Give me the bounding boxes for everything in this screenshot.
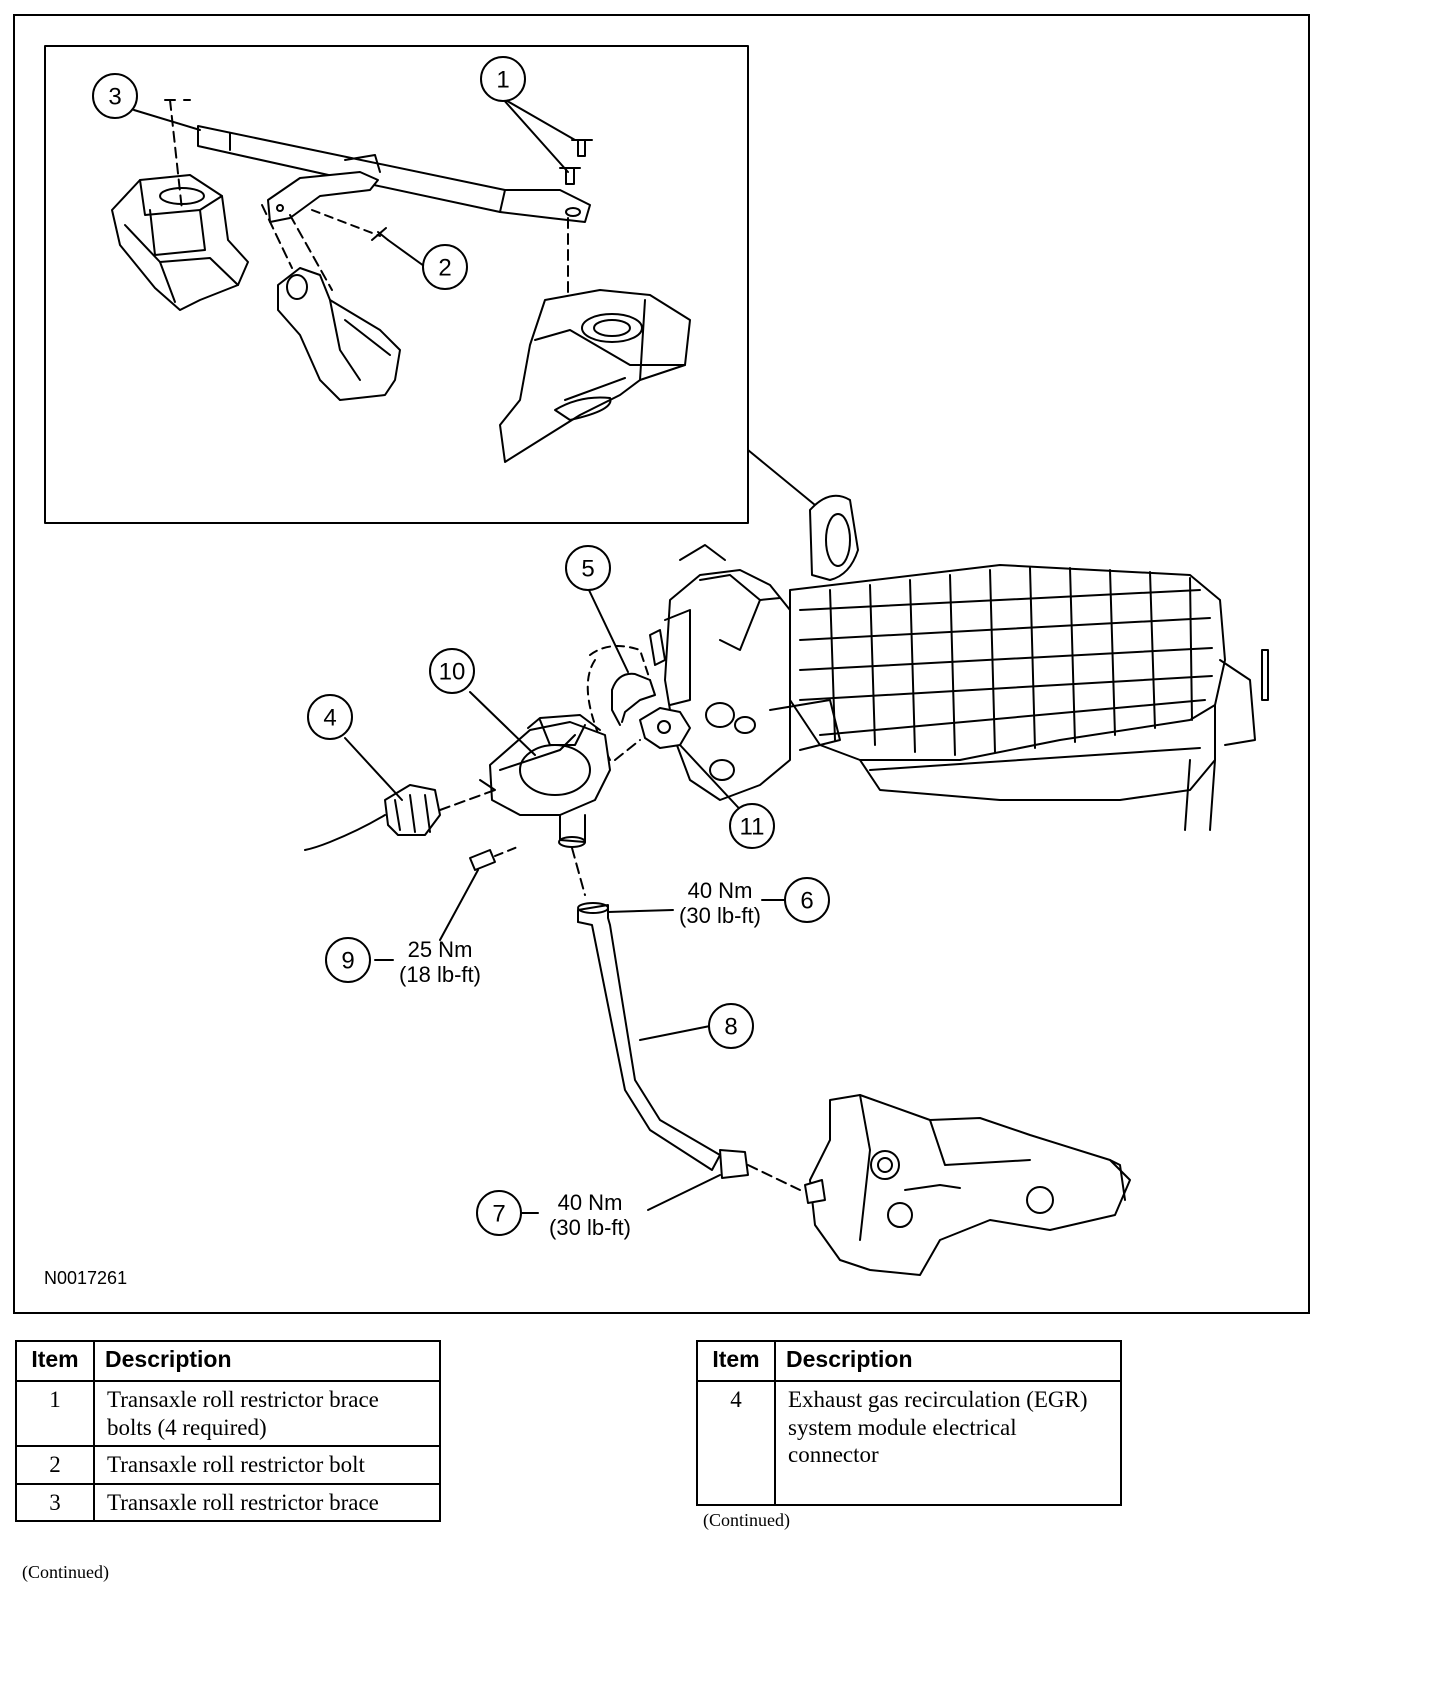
continued-note-left: (Continued) <box>22 1562 109 1582</box>
callout-circle-11 <box>729 803 775 849</box>
item-number: 1 <box>15 1379 95 1448</box>
callout-circle-8 <box>708 1003 754 1049</box>
item-description: Transaxle roll restrictor brace bolts (4… <box>93 1379 441 1448</box>
callout-circle-4 <box>307 694 353 740</box>
callout-label-1: 1 <box>496 67 509 94</box>
callout-label-9: 9 <box>341 948 354 975</box>
callout-label-10: 10 <box>439 659 466 686</box>
table-row: 3 Transaxle roll restrictor brace <box>15 1482 441 1523</box>
legend-table-right: Item Description 4 Exhaust gas recircula… <box>696 1340 1122 1506</box>
inset-leader-line <box>747 449 816 506</box>
description-column-header: Description <box>93 1340 441 1382</box>
callout-circle-2 <box>422 244 468 290</box>
intake-pulley <box>809 494 859 581</box>
item-description: Transaxle roll restrictor bolt <box>93 1445 441 1485</box>
egr-gasket-11 <box>639 707 691 749</box>
throttle-body-assembly <box>664 544 841 801</box>
table-row: 2 Transaxle roll restrictor bolt <box>15 1445 441 1485</box>
table-row: 1 Transaxle roll restrictor brace bolts … <box>15 1379 441 1448</box>
callout-label-11: 11 <box>740 814 765 841</box>
torque-9-nm: 25 Nm <box>408 937 473 962</box>
egr-tube-8 <box>577 902 801 1191</box>
legend-header-row: Item Description <box>15 1340 441 1382</box>
callout-label-3: 3 <box>108 84 121 111</box>
callout-circle-5 <box>565 545 611 591</box>
description-column-header: Description <box>774 1340 1122 1382</box>
item-number: 3 <box>15 1482 95 1523</box>
callout-circle-10 <box>429 648 475 694</box>
item-number: 4 <box>696 1380 776 1506</box>
egr-clip-5 <box>611 672 656 726</box>
continued-note-right: (Continued) <box>703 1510 790 1530</box>
callout-circle-6 <box>784 877 830 923</box>
item-column-header: Item <box>696 1340 776 1382</box>
intake-manifold <box>789 564 1269 831</box>
callout-label-8: 8 <box>724 1014 737 1041</box>
egr-electrical-connector-4 <box>304 784 441 851</box>
callout-circle-3 <box>92 73 138 119</box>
torque-9-lbft: (18 lb-ft) <box>399 962 481 987</box>
legend-table-left: Item Description 1 Transaxle roll restri… <box>15 1340 441 1523</box>
egr-system-module-10 <box>479 714 611 848</box>
callout-circle-7 <box>476 1190 522 1236</box>
torque-7-lbft: (30 lb-ft) <box>549 1215 631 1240</box>
roll-restrictor-brace <box>197 125 591 223</box>
roll-restrictor-link <box>277 267 401 401</box>
table-row: 4 Exhaust gas recirculation (EGR) system… <box>696 1380 1122 1506</box>
callout-circle-1 <box>480 56 526 102</box>
roll-restrictor-mount-right <box>499 289 691 463</box>
callout-circle-9 <box>325 937 371 983</box>
legend-header-row: Item Description <box>696 1340 1122 1382</box>
callout-label-7: 7 <box>492 1201 505 1228</box>
item-description: Exhaust gas recirculation (EGR) system m… <box>774 1380 1122 1506</box>
brace-bolt-axis <box>169 99 183 211</box>
item-number: 2 <box>15 1445 95 1485</box>
callout-label-2: 2 <box>438 255 451 282</box>
item-column-header: Item <box>15 1340 95 1382</box>
callout-label-4: 4 <box>323 705 336 732</box>
torque-7-nm: 40 Nm <box>558 1190 623 1215</box>
egr-module-bolt-9 <box>469 845 521 871</box>
roll-restrictor-bolt-2 <box>311 209 381 237</box>
torque-6-lbft: (30 lb-ft) <box>679 903 761 928</box>
callout-label-5: 5 <box>581 556 594 583</box>
figure-id: N0017261 <box>44 1268 127 1288</box>
torque-6-nm: 40 Nm <box>688 878 753 903</box>
callout-label-6: 6 <box>800 888 813 915</box>
exhaust-manifold <box>804 1094 1131 1276</box>
roll-restrictor-mount-left <box>111 174 249 311</box>
manifold-gasket-outline <box>649 629 666 666</box>
inset-detail-frame <box>44 45 749 524</box>
item-description: Transaxle roll restrictor brace <box>93 1482 441 1523</box>
roll-restrictor-bracket <box>267 171 379 223</box>
diagram-frame <box>13 14 1310 1314</box>
